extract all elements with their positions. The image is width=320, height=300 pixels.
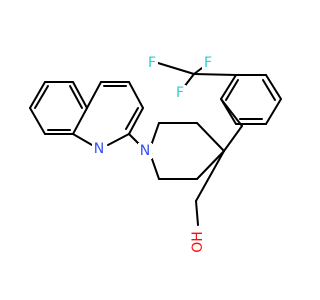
- bond-20: [196, 122, 225, 152]
- bond-14: [72, 133, 93, 146]
- bond-25: [195, 200, 199, 226]
- atom-label-n-piperidine: N: [140, 143, 150, 159]
- bond-30: [265, 74, 282, 100]
- atom-hydroxyl: OH: [190, 227, 206, 255]
- bond-38: [157, 62, 195, 75]
- atom-label-f1: F: [148, 55, 156, 71]
- bond-5: [29, 107, 46, 135]
- atom-label-hydroxyl: OH: [190, 231, 206, 253]
- bond-3: [72, 107, 88, 135]
- bond-21: [196, 150, 225, 180]
- atom-f3: F: [174, 85, 186, 101]
- atom-n-piperidine: N: [138, 143, 152, 159]
- bond-9: [86, 81, 102, 109]
- atom-n-quinoline: N: [92, 141, 106, 157]
- molecule-structure: F F F N N OH: [29, 55, 282, 255]
- bond-11: [128, 81, 144, 109]
- bond-12: [128, 107, 144, 135]
- bond-7: [69, 85, 83, 109]
- bond-18: [151, 122, 160, 144]
- atom-label-n-quinoline: N: [94, 141, 104, 157]
- bond-6: [34, 85, 49, 109]
- bond-34: [225, 79, 239, 101]
- bond-24: [195, 150, 225, 202]
- bond-23: [151, 158, 160, 180]
- bond-40: [183, 73, 195, 88]
- bond-37: [193, 73, 237, 76]
- bond-16: [125, 107, 139, 130]
- bond-0: [29, 81, 46, 109]
- bond-2: [72, 81, 88, 109]
- bond-33: [220, 98, 237, 125]
- atom-f2: F: [202, 55, 214, 71]
- bond-13: [107, 133, 130, 146]
- bond-28: [220, 74, 237, 100]
- bond-26: [223, 125, 243, 152]
- atom-label-layer: F F F N N OH: [92, 55, 214, 255]
- bond-35: [262, 79, 276, 101]
- atom-f1: F: [146, 55, 158, 71]
- bond-39: [193, 67, 203, 75]
- atom-label-f2: F: [204, 55, 212, 71]
- bond-layer: [29, 62, 282, 226]
- atom-label-f3: F: [176, 85, 184, 101]
- bond-31: [265, 98, 282, 125]
